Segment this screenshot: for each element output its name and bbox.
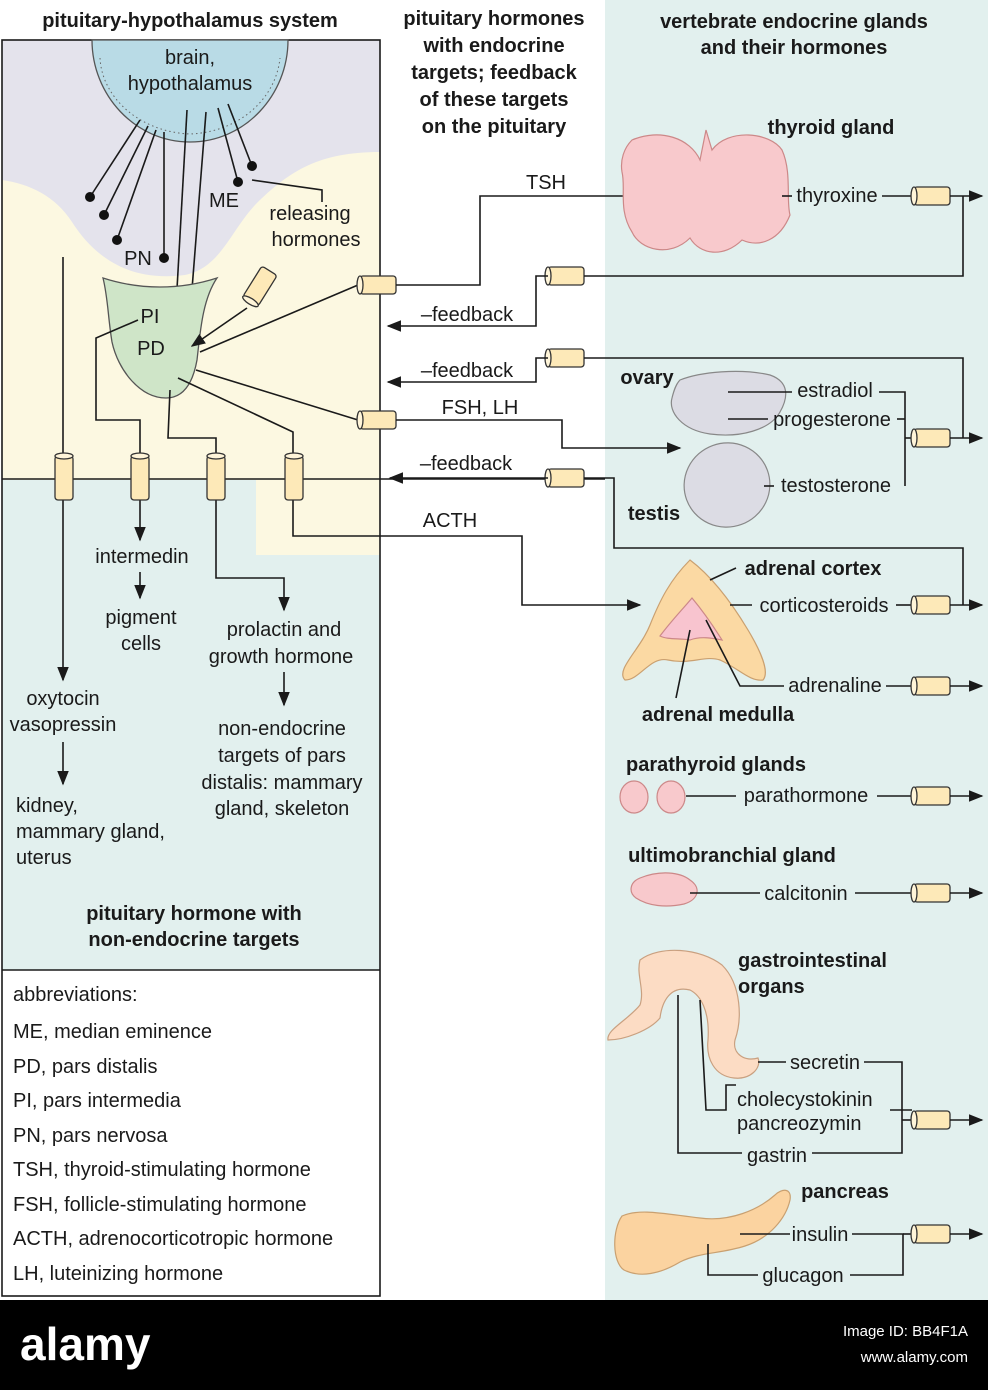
gastrointestinal-shape (607, 949, 760, 1079)
gastrin-label: gastrin (747, 1145, 807, 1167)
glucagon-label: glucagon (762, 1265, 843, 1287)
testis-shape (683, 442, 771, 528)
thyroxine-label: thyroxine (796, 185, 877, 207)
adrenal-cortex-label: adrenal cortex (745, 558, 882, 580)
svg-text:hormones: hormones (272, 229, 361, 251)
brain-shape (91, 39, 289, 143)
svg-text:with endocrine: with endocrine (422, 35, 564, 57)
adrenaline-label: adrenaline (788, 675, 881, 697)
non-endocrine-targets-label: non-endocrine targets of pars distalis: … (201, 718, 362, 820)
progesterone-label: progesterone (773, 409, 891, 431)
svg-text:non-endocrine targets: non-endocrine targets (88, 929, 299, 951)
kidney-label: kidney, mammary gland, uterus (16, 795, 165, 869)
neurosecretory-neurons (85, 103, 257, 312)
svg-text:on the pituitary: on the pituitary (422, 116, 567, 138)
prolactin-label: prolactin and (227, 619, 342, 641)
svg-text:non-endocrine: non-endocrine (218, 718, 346, 740)
svg-text:targets; feedback: targets; feedback (411, 62, 577, 84)
svg-text:ACTH, adrenocorticotropic horm: ACTH, adrenocorticotropic hormone (13, 1228, 333, 1250)
intermedin-label: intermedin (95, 546, 188, 568)
pars-distalis-shape (102, 276, 219, 399)
pd-label: PD (137, 338, 165, 360)
pn-label: PN (124, 248, 152, 270)
pi-label: PI (141, 306, 160, 328)
svg-text:cells: cells (121, 633, 161, 655)
tsh-label: TSH (526, 172, 566, 194)
svg-text:kidney,: kidney, (16, 795, 78, 817)
oxytocin-label: oxytocin (26, 688, 99, 710)
releasing-hormones-label: releasing (269, 203, 350, 225)
corticosteroids-label: corticosteroids (760, 595, 889, 617)
ovary-label: ovary (620, 367, 674, 389)
svg-text:targets of pars: targets of pars (218, 745, 346, 767)
svg-text:TSH, thyroid-stimulating hormo: TSH, thyroid-stimulating hormone (13, 1159, 311, 1181)
insulin-label: insulin (792, 1224, 849, 1246)
image-id-text: Image ID: BB4F1A (843, 1323, 968, 1340)
svg-text:growth hormone: growth hormone (209, 646, 354, 668)
output-arrows (950, 190, 984, 1240)
fsh-lh-label: FSH, LH (442, 397, 519, 419)
svg-text:and their hormones: and their hormones (701, 37, 888, 59)
svg-text:LH, luteinizing hormone: LH, luteinizing hormone (13, 1263, 223, 1285)
abbreviations-title: abbreviations: (13, 984, 138, 1006)
testis-label: testis (628, 503, 680, 525)
non-endocrine-title: pituitary hormone with (86, 903, 302, 925)
middle-header: pituitary hormones with endocrine target… (403, 8, 584, 138)
parathormone-label: parathormone (744, 785, 869, 807)
svg-text:pituitary hormones: pituitary hormones (403, 8, 584, 30)
middle-capsules (356, 266, 585, 488)
svg-text:hypothalamus: hypothalamus (128, 73, 253, 95)
footer-url-text: www.alamy.com (860, 1349, 968, 1366)
estradiol-label: estradiol (797, 380, 873, 402)
svg-text:PD, pars distalis: PD, pars distalis (13, 1056, 158, 1078)
secretin-label: secretin (790, 1052, 860, 1074)
footer-bar (0, 1300, 988, 1390)
pancreas-label: pancreas (801, 1181, 889, 1203)
svg-text:PI, pars intermedia: PI, pars intermedia (13, 1090, 182, 1112)
releasing-capsule (242, 266, 277, 308)
adrenal-medulla-shape (659, 597, 724, 641)
feedback-2-label: –feedback (421, 360, 514, 382)
thyroid-gland-label: thyroid gland (768, 117, 895, 139)
parathyroid-shape (619, 780, 649, 814)
brain-label: brain, (165, 47, 215, 69)
svg-text:ME, median eminence: ME, median eminence (13, 1021, 212, 1043)
ultimobranchial-shape (630, 872, 698, 907)
svg-text:gland, skeleton: gland, skeleton (215, 798, 350, 820)
adrenal-medulla-label: adrenal medulla (642, 704, 795, 726)
calcitonin-label: calcitonin (764, 883, 847, 905)
pancreas-shape (614, 1189, 791, 1275)
output-capsules (910, 186, 951, 1244)
pigment-cells-label: pigment (105, 607, 177, 629)
thyroid-gland-shape (620, 129, 791, 253)
alamy-logo: alamy (20, 1318, 151, 1370)
svg-text:vertebrate endocrine glands: vertebrate endocrine glands (660, 11, 928, 33)
acth-label: ACTH (423, 510, 477, 532)
pancreozymin-label: pancreozymin (737, 1113, 862, 1135)
abbreviations-list: abbreviations: ME, median eminence PD, p… (13, 984, 333, 1285)
svg-text:uterus: uterus (16, 847, 72, 869)
svg-text:FSH, follicle-stimulating horm: FSH, follicle-stimulating hormone (13, 1194, 306, 1216)
svg-text:vasopressin: vasopressin (10, 714, 117, 736)
svg-text:of these targets: of these targets (420, 89, 569, 111)
me-label: ME (209, 190, 239, 212)
svg-text:mammary gland,: mammary gland, (16, 821, 165, 843)
feedback-1-label: –feedback (421, 304, 514, 326)
gastrointestinal-label: gastrointestinal (738, 950, 887, 972)
right-header: vertebrate endocrine glands and their ho… (660, 11, 928, 59)
svg-text:distalis: mammary: distalis: mammary (201, 772, 362, 794)
testosterone-label: testosterone (781, 475, 891, 497)
feedback-3-label: –feedback (420, 453, 513, 475)
cholecystokinin-label: cholecystokinin (737, 1089, 873, 1111)
pituitary-capsules (54, 452, 304, 501)
parathyroid-label: parathyroid glands (626, 754, 806, 776)
left-header: pituitary-hypothalamus system (42, 10, 338, 32)
hypothalamus-bg (2, 40, 380, 277)
svg-text:PN, pars nervosa: PN, pars nervosa (13, 1125, 168, 1147)
svg-text:organs: organs (738, 976, 805, 998)
ultimobranchial-label: ultimobranchial gland (628, 845, 836, 867)
